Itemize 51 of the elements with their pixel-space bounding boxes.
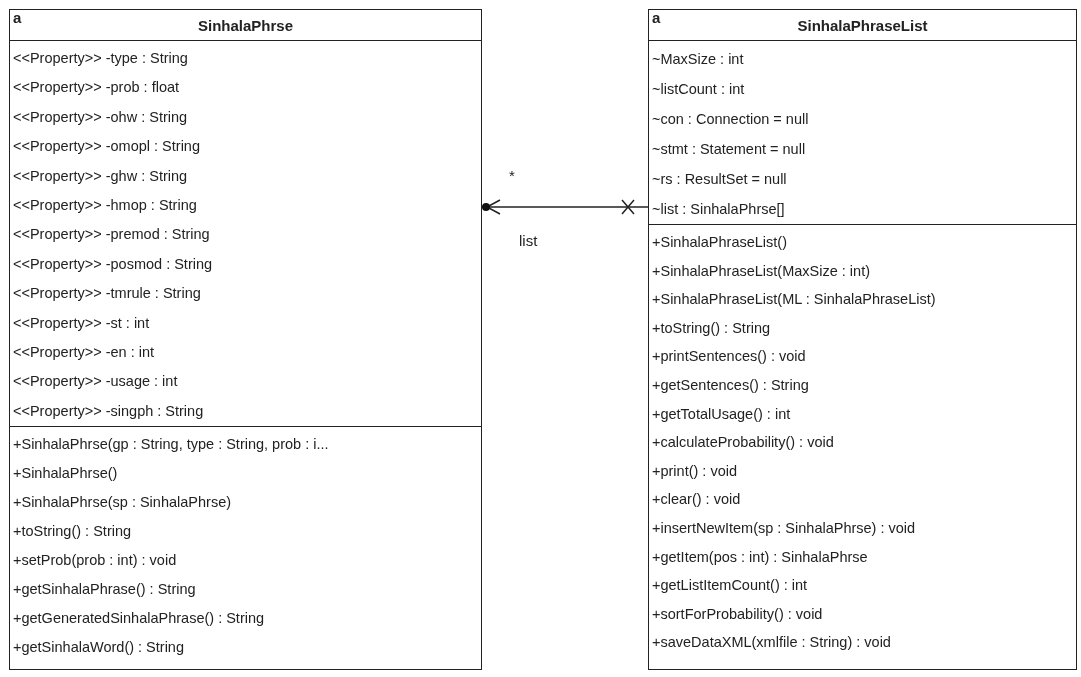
attribute-text: <<Property>> -usage : int — [13, 372, 178, 392]
attribute-text: <<Property>> -posmod : String — [13, 254, 213, 274]
method-text: +SinhalaPhraseList(MaxSize : int) — [652, 261, 870, 281]
attribute-text: <<Property>> -premod : String — [13, 225, 210, 245]
multiplicity-label: * — [509, 168, 515, 184]
method-text: +getListItemCount() : int — [652, 576, 808, 596]
attribute-text: <<Property>> -singph : String — [13, 401, 204, 421]
method-text: +calculateProbability() : void — [652, 433, 834, 453]
attribute-text: <<Property>> -st : int — [13, 313, 150, 333]
method-text: +toString() : String — [13, 522, 132, 542]
method-text: +sortForProbability() : void — [652, 604, 823, 624]
class-box — [648, 9, 1077, 670]
method-text: +SinhalaPhraseList() — [652, 233, 787, 252]
attribute-text: ~listCount : int — [652, 80, 745, 99]
method-text: +getSinhalaPhrase() : String — [13, 580, 196, 600]
method-text: +getGeneratedSinhalaPhrase() : String — [13, 609, 265, 629]
method-text: +SinhalaPhraseList(ML : SinhalaPhraseList) — [652, 290, 936, 310]
role-label: list — [519, 233, 538, 249]
class-name: SinhalaPhrse — [197, 16, 293, 34]
attribute-text: <<Property>> -hmop : String — [13, 195, 197, 215]
attribute-text: ~MaxSize : int — [652, 50, 744, 69]
method-text: +clear() : void — [652, 490, 741, 510]
class-name: SinhalaPhraseList — [797, 16, 928, 34]
attribute-text: <<Property>> -omopl : String — [13, 137, 200, 157]
attribute-text: <<Property>> -ghw : String — [13, 166, 188, 186]
method-text: +getSinhalaWord() : String — [13, 638, 184, 658]
attribute-text: <<Property>> -en : int — [13, 342, 155, 362]
method-text: +SinhalaPhrse(gp : String, type : String, prob : i... — [13, 435, 329, 455]
method-text: +printSentences() : void — [652, 347, 806, 367]
class-letter: a — [13, 10, 22, 25]
method-text: +print() : void — [652, 461, 738, 481]
attribute-text: ~stmt : Statement = null — [652, 140, 806, 159]
attribute-text: ~rs : ResultSet = null — [652, 170, 787, 189]
attribute-text: ~list : SinhalaPhrse[] — [652, 200, 785, 219]
method-text: +saveDataXML(xmlfile : String) : void — [652, 633, 891, 653]
class-letter: a — [652, 10, 661, 25]
method-text: +SinhalaPhrse() — [13, 464, 118, 484]
association-arrow — [481, 199, 649, 215]
attribute-text: <<Property>> -ohw : String — [13, 107, 188, 127]
method-text: +toString() : String — [652, 318, 771, 338]
method-text: +SinhalaPhrse(sp : SinhalaPhrse) — [13, 493, 232, 513]
class-box — [9, 9, 482, 670]
method-text: +getTotalUsage() : int — [652, 404, 791, 424]
attribute-text: ~con : Connection = null — [652, 110, 809, 129]
attribute-text: <<Property>> -prob : float — [13, 78, 180, 98]
method-text: +setProb(prob : int) : void — [13, 551, 177, 571]
attribute-text: <<Property>> -tmrule : String — [13, 284, 201, 304]
method-text: +getSentences() : String — [652, 375, 809, 395]
method-text: +insertNewItem(sp : SinhalaPhrse) : void — [652, 518, 916, 538]
method-text: +getItem(pos : int) : SinhalaPhrse — [652, 547, 868, 567]
attribute-text: <<Property>> -type : String — [13, 49, 188, 68]
